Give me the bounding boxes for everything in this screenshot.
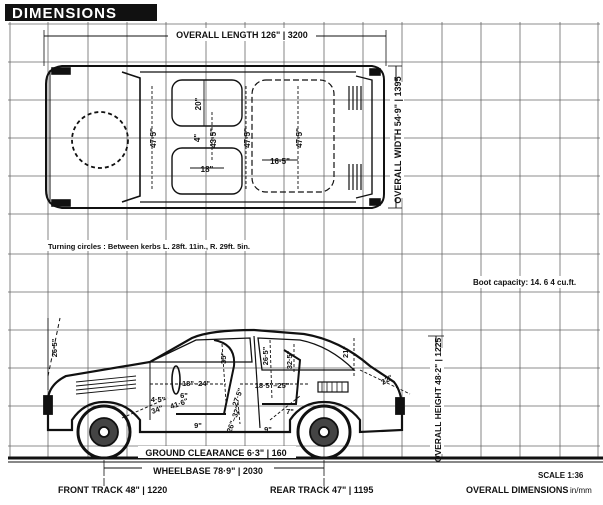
boot-capacity-text: Boot capacity: 14. 6 4 cu.ft.: [473, 278, 576, 287]
overall-width-bg: [390, 82, 404, 198]
overall-length-label: OVERALL LENGTH 126" | 3200: [176, 30, 308, 40]
dim-seat-back: 27·5": [230, 386, 245, 407]
dim-front-legroom: 18"–24": [182, 379, 210, 388]
dim-pedal-reach: 34": [150, 403, 165, 416]
boot-capacity-bg: [470, 276, 592, 288]
overall-height-bg: [430, 348, 444, 454]
scale-label: SCALE 1:36: [538, 471, 584, 480]
turning-circles-text: Turning circles : Between kerbs L. 28ft.…: [48, 242, 250, 251]
dim-front-shoulder: 47·5": [243, 128, 252, 148]
overall-dimensions-label: OVERALL DIMENSIONS: [466, 485, 568, 495]
page-title: DIMENSIONS: [12, 5, 117, 22]
dim-rear-cushion: 16·5": [270, 157, 290, 166]
top-view: [43, 30, 402, 209]
title-bar: [5, 4, 157, 21]
dim-seat-gap: 4": [193, 134, 202, 142]
overall-length-bg: [168, 28, 316, 41]
dim-rear-legroom: 47·5": [149, 128, 158, 148]
dim-bonnet-height: 26·5": [50, 338, 59, 357]
dim-front-cushion: 9": [194, 421, 202, 430]
dim-cushion-width: 18": [201, 165, 214, 174]
wheelbase-label: WHEELBASE 78·9" | 2030: [153, 466, 263, 476]
overall-width-label: OVERALL WIDTH 54·9" | 1395: [393, 76, 403, 203]
dim-seat-width: 20": [194, 97, 203, 110]
dim-wheel-arch: 4·5": [151, 395, 166, 404]
dim-front-seat-width: 43·5": [209, 128, 218, 148]
front-track-label: FRONT TRACK 48" | 1220: [58, 485, 167, 495]
side-view: [8, 317, 603, 486]
dim-rear-seat-height: 9": [264, 425, 272, 434]
grid-lines: [8, 22, 600, 458]
unit-label: in/mm: [570, 486, 592, 495]
dim-rear-shoulder: 47·5": [295, 128, 304, 148]
dim-rear-headroom: 26·5": [261, 346, 270, 365]
wheelbase-bg: [142, 464, 274, 476]
dim-rear-cushion-height: 7": [286, 407, 294, 416]
dim-steering-height: 6": [180, 391, 188, 400]
ground-clearance-bg: [138, 446, 296, 458]
dim-boot-height: 21": [341, 346, 350, 358]
overall-height-label: OVERALL HEIGHT 48·2" | 1225: [433, 338, 443, 463]
dim-rear-legroom: 18·5"–25": [255, 381, 290, 390]
dim-rear-height: 32·5": [285, 350, 294, 369]
dim-seat-height-range: 26"–32": [225, 404, 243, 434]
rear-track-label: REAR TRACK 47" | 1195: [270, 485, 373, 495]
turning-circles-bg: [46, 240, 278, 251]
ground-clearance-label: GROUND CLEARANCE 6·3" | 160: [145, 448, 286, 458]
dim-front-headroom: 35": [219, 352, 228, 364]
